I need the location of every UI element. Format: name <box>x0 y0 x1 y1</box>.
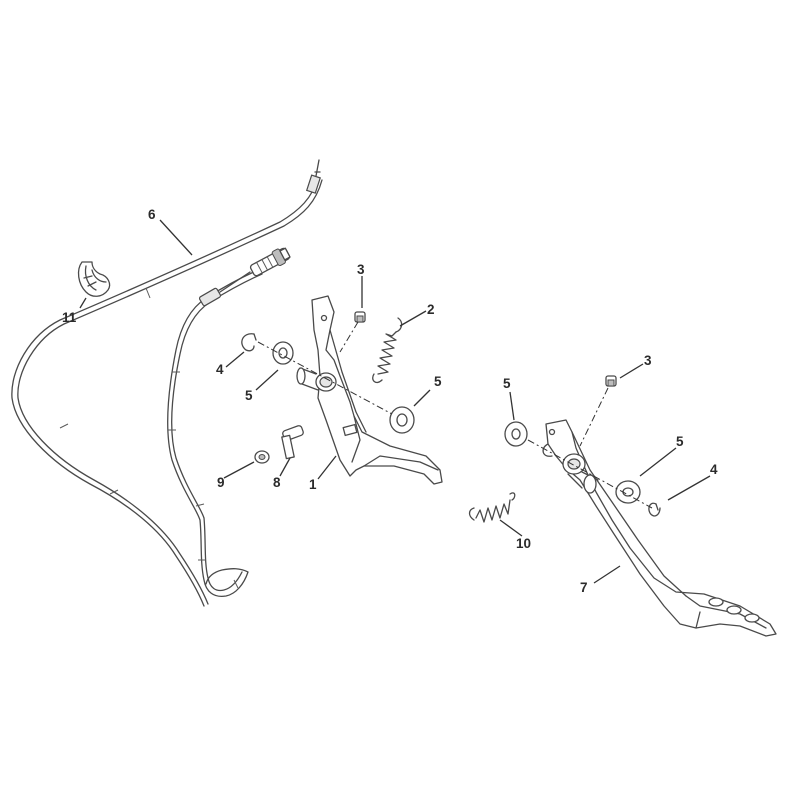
e-clip-part-4-right[interactable] <box>648 502 661 517</box>
bolt-part-8[interactable] <box>281 425 304 460</box>
spring-part-2[interactable] <box>372 317 403 384</box>
callout-10: 10 <box>516 536 531 551</box>
leader-lines <box>79 219 711 584</box>
callout-3-left: 3 <box>357 262 365 277</box>
nut-part-3-left[interactable] <box>354 311 366 323</box>
brake-pedal-part-1[interactable] <box>296 295 443 485</box>
cable-part-6[interactable] <box>11 159 323 607</box>
callout-8: 8 <box>273 475 281 490</box>
cable-clip-part-11[interactable] <box>77 261 111 297</box>
callout-1: 1 <box>309 477 317 492</box>
assembly-axis-3-left <box>339 321 359 353</box>
assembly-axis-right <box>527 439 653 509</box>
callout-5-left-b: 5 <box>434 374 442 389</box>
callout-3-right: 3 <box>644 353 652 368</box>
nut-part-3-right[interactable] <box>605 375 617 387</box>
callout-4-left: 4 <box>216 362 224 377</box>
callout-9: 9 <box>217 475 225 490</box>
assembly-axis-left <box>257 341 393 415</box>
callout-4-right: 4 <box>710 462 718 477</box>
callout-11: 11 <box>62 310 77 325</box>
callout-5-right-a: 5 <box>503 376 511 391</box>
brake-pedal-part-7[interactable] <box>542 419 777 637</box>
callout-5-right-b: 5 <box>676 434 684 449</box>
e-clip-part-4-left[interactable] <box>241 333 257 352</box>
washer-part-5-right-a[interactable] <box>504 421 528 447</box>
callout-5-left-a: 5 <box>245 388 253 403</box>
assembly-axis-3-right <box>579 387 609 447</box>
callout-6: 6 <box>148 207 156 222</box>
washer-part-5-left-b[interactable] <box>389 406 415 434</box>
nut-part-9[interactable] <box>254 450 270 464</box>
brake-rod-assembly[interactable] <box>166 246 292 598</box>
spring-part-10[interactable] <box>468 492 516 523</box>
callout-7: 7 <box>580 580 588 595</box>
washer-part-5-left-a[interactable] <box>272 341 294 365</box>
callout-labels: 1 2 3 3 4 4 5 5 5 5 6 7 8 9 10 11 <box>62 207 718 595</box>
callout-2: 2 <box>427 302 435 317</box>
